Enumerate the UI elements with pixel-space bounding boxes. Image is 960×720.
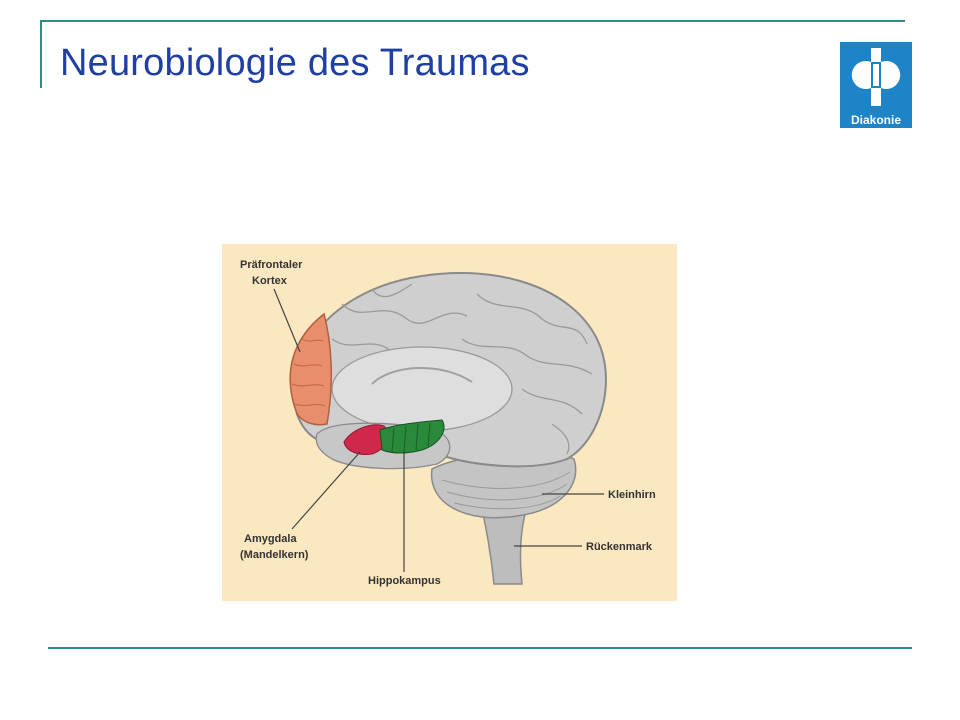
left-rule xyxy=(40,20,42,88)
bottom-rule xyxy=(48,647,912,649)
label-hippocampus: Hippokampus xyxy=(368,575,441,587)
diakonie-cross-icon xyxy=(840,42,912,112)
label-spinal-cord: Rückenmark xyxy=(586,541,653,553)
label-cerebellum: Kleinhirn xyxy=(608,489,656,501)
logo-wordmark: Diakonie xyxy=(840,112,912,128)
prefrontal-cortex xyxy=(289,312,332,426)
prefrontal-leader xyxy=(273,288,301,353)
amygdala-leader xyxy=(291,451,361,530)
top-rule xyxy=(40,20,905,22)
diakonie-logo: Diakonie xyxy=(840,42,912,130)
label-prefrontal-2: Kortex xyxy=(252,275,287,287)
medial-region xyxy=(331,346,513,432)
brain-illustration xyxy=(273,272,607,585)
label-prefrontal-1: Präfrontaler xyxy=(240,259,303,271)
brain-diagram: Präfrontaler Kortex Kleinhirn Rückenmark… xyxy=(222,244,677,601)
slide-title: Neurobiologie des Traumas xyxy=(60,42,530,84)
label-amygdala-2: (Mandelkern) xyxy=(240,549,309,561)
label-amygdala-1: Amygdala xyxy=(244,533,297,545)
